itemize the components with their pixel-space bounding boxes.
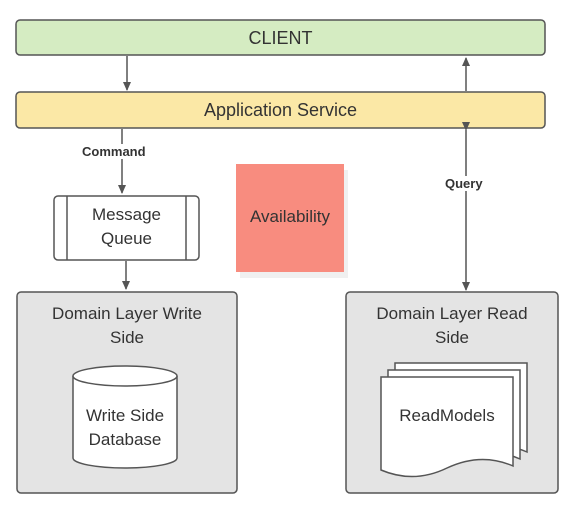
read-models-label: ReadModels (399, 406, 495, 425)
write-side-title-line2: Side (109, 328, 145, 347)
availability-sticky-note (236, 164, 348, 278)
command-label: Command (80, 144, 148, 159)
client-box (15, 19, 546, 56)
cylinder-database-icon (72, 365, 178, 469)
message-queue-box (53, 195, 200, 261)
read-side-title-line2: Side (434, 328, 470, 347)
stacked-documents-icon (380, 362, 528, 478)
client-label: CLIENT (248, 28, 313, 48)
query-label: Query (443, 176, 485, 191)
write-db-label-line2: Database (88, 430, 162, 449)
write-db-label-line1: Write Side (85, 406, 165, 425)
message-queue-line2: Queue (100, 229, 153, 248)
read-side-title-line1: Domain Layer Read (376, 304, 528, 323)
application-service-box (15, 91, 546, 129)
write-side-title-line1: Domain Layer Write (52, 304, 202, 323)
availability-label: Availability (249, 207, 330, 226)
message-queue-line1: Message (92, 205, 161, 224)
application-service-label: Application Service (203, 100, 358, 120)
